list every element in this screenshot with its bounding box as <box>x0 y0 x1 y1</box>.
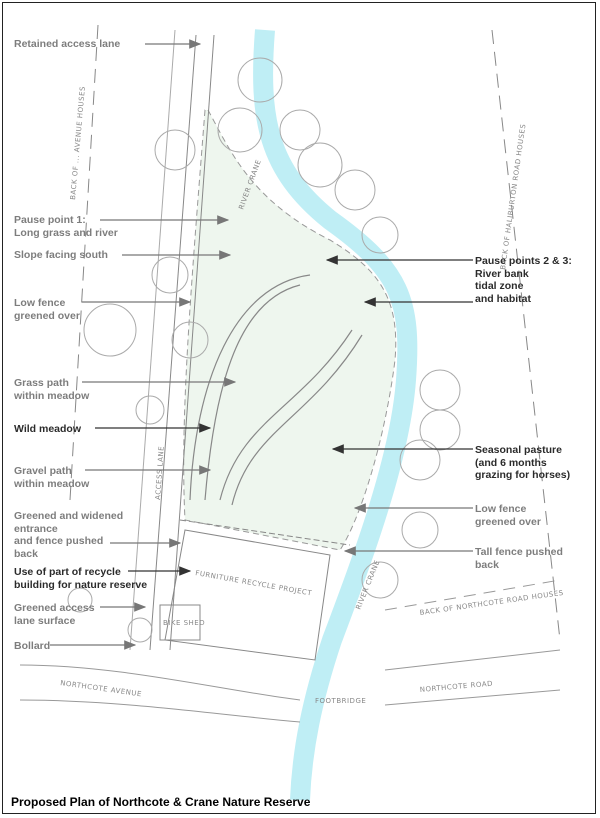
grass-path <box>204 284 301 501</box>
label-low-fence-right: Low fence greened over <box>475 503 541 528</box>
haliburton-label: BACK OF HALIBURTON ROAD HOUSES <box>499 123 527 270</box>
label-bollard: Bollard <box>14 640 51 652</box>
boundary-bottom-right <box>384 579 561 611</box>
bike-shed <box>159 604 201 641</box>
plan-title: Proposed Plan of Northcote & Crane Natur… <box>11 795 311 809</box>
label-retained-access-lane: Retained access lane <box>14 38 121 50</box>
northcote-avenue-label: NORTHCOTE AVENUE <box>60 679 143 698</box>
recycle-building <box>164 529 331 661</box>
boundary-left <box>69 24 99 501</box>
bike-shed-label: BIKE SHED <box>163 619 205 627</box>
label-slope-facing-south: Slope facing south <box>14 249 108 261</box>
label-low-fence-left: Low fence greened over <box>14 297 80 322</box>
back-northcote-road-label: BACK OF NORTHCOTE ROAD HOUSES <box>419 589 564 617</box>
back-avenue-houses-label: BACK OF ... AVENUE HOUSES <box>69 86 87 200</box>
trees <box>67 57 461 643</box>
recycle-label: FURNITURE RECYCLE PROJECT <box>195 569 313 597</box>
label-wild-meadow: Wild meadow <box>14 423 81 435</box>
label-recycle-building: Use of part of recycle building for natu… <box>14 566 148 591</box>
label-pause-point-1: Pause point 1: Long grass and river <box>14 214 118 239</box>
label-seasonal-pasture: Seasonal pasture (and 6 months grazing f… <box>475 444 571 481</box>
label-grass-path: Grass path within meadow <box>14 377 90 402</box>
footbridge-label: FOOTBRIDGE <box>315 697 366 705</box>
river <box>253 29 418 801</box>
northcote-road <box>384 649 561 671</box>
northcote-road-label: NORTHCOTE ROAD <box>419 680 493 694</box>
label-tall-fence: Tall fence pushed back <box>475 546 563 571</box>
boundary-right <box>491 29 561 641</box>
label-pause-points-2-3: Pause points 2 & 3: River bank tidal zon… <box>475 255 572 305</box>
label-gravel-path: Gravel path within meadow <box>14 465 90 490</box>
label-greened-access-lane: Greened access lane surface <box>14 602 95 627</box>
gravel-path <box>219 329 353 501</box>
northcote-avenue <box>19 664 301 701</box>
access-lane-label: ACCESS LANE <box>154 446 166 500</box>
label-greened-entrance: Greened and widened entrance and fence p… <box>14 510 124 560</box>
access-lane-west-edge <box>149 34 197 651</box>
leader-arrows <box>50 39 473 650</box>
meadow-area <box>183 109 397 551</box>
